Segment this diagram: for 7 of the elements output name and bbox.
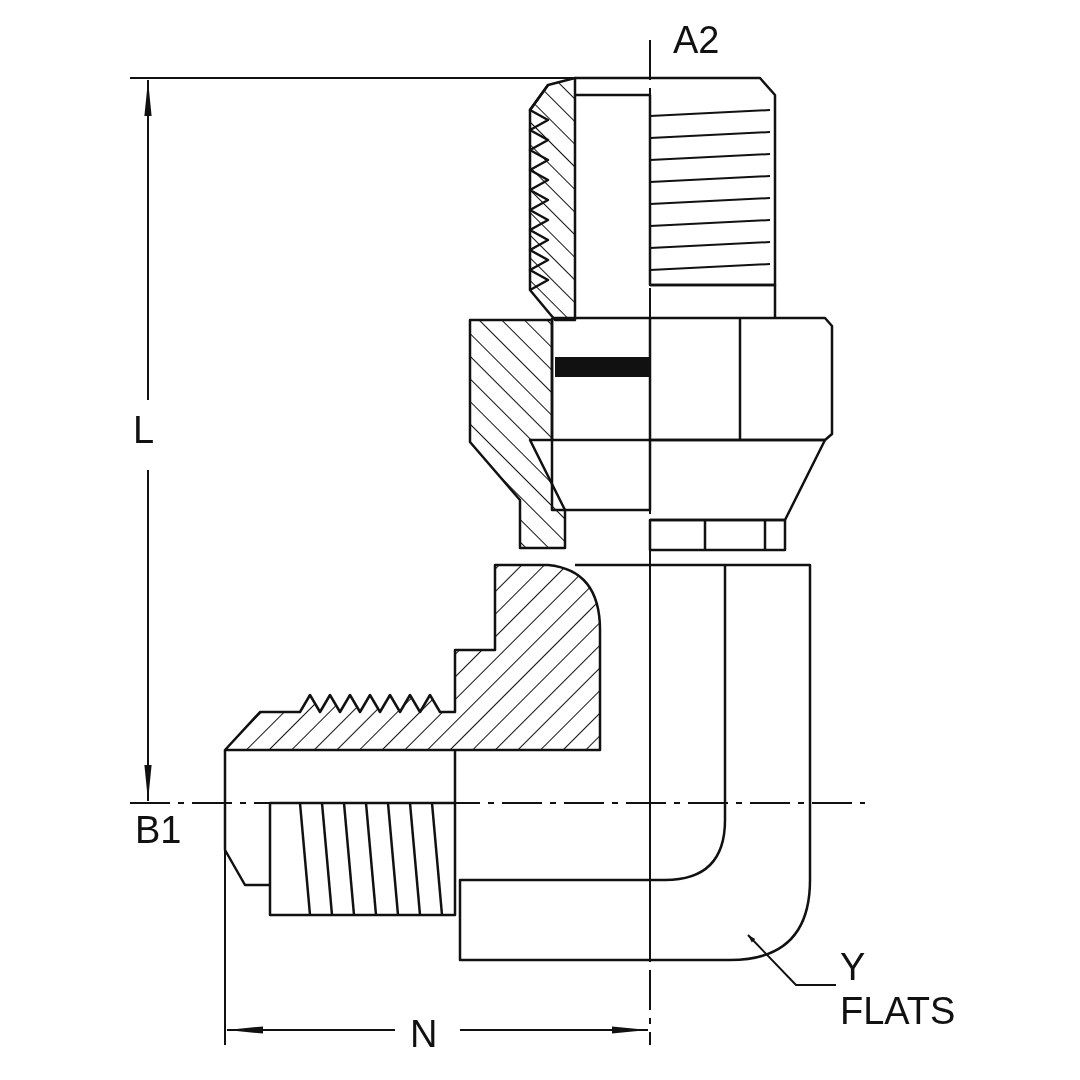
elbow-drawing bbox=[458, 563, 812, 962]
dimension-label: N bbox=[410, 1012, 438, 1056]
callout-text: Y FLATS bbox=[840, 945, 980, 1033]
dimension-label: A2 bbox=[673, 18, 720, 62]
leader-line bbox=[747, 934, 837, 986]
dimension-label: L bbox=[133, 408, 155, 452]
dimension-label: B1 bbox=[135, 808, 182, 852]
